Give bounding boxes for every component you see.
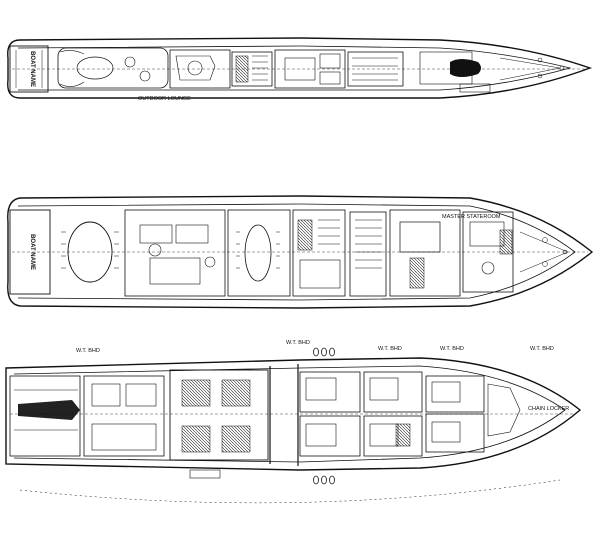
main-dining-table: [244, 224, 272, 282]
watertight-bulkhead-label: W.T. BHD: [286, 340, 310, 346]
watertight-bulkhead-label: W.T. BHD: [76, 348, 100, 354]
upper-deck-plan: BOAT NAME OUTDOOR LOUNGE: [7, 37, 593, 102]
chain-locker-label: CHAIN LOCKER: [528, 406, 569, 412]
main-deck-plan: BOAT NAME MASTER STATEROOM: [7, 195, 594, 309]
watertight-bulkhead-label: W.T. BHD: [530, 346, 554, 352]
portholes: [313, 347, 335, 485]
lower-garage-tender: [18, 400, 80, 420]
main-deck-hull-outline: [7, 195, 594, 309]
engine-room: [169, 369, 269, 461]
watertight-bulkhead-label: W.T. BHD: [378, 346, 402, 352]
upper-tender: [450, 59, 481, 77]
watertight-bulkhead-label: W.T. BHD: [440, 346, 464, 352]
main-deck-room-label: MASTER STATEROOM: [442, 214, 501, 220]
lower-deck-plan: W.T. BHD W.T. BHD W.T. BHD W.T. BHD W.T.…: [5, 340, 582, 504]
upper-deck-room-label: OUTDOOR LOUNGE: [138, 96, 191, 102]
upper-deck-hull-outline: [7, 37, 593, 99]
lower-deck-hull-outline: [5, 357, 582, 471]
